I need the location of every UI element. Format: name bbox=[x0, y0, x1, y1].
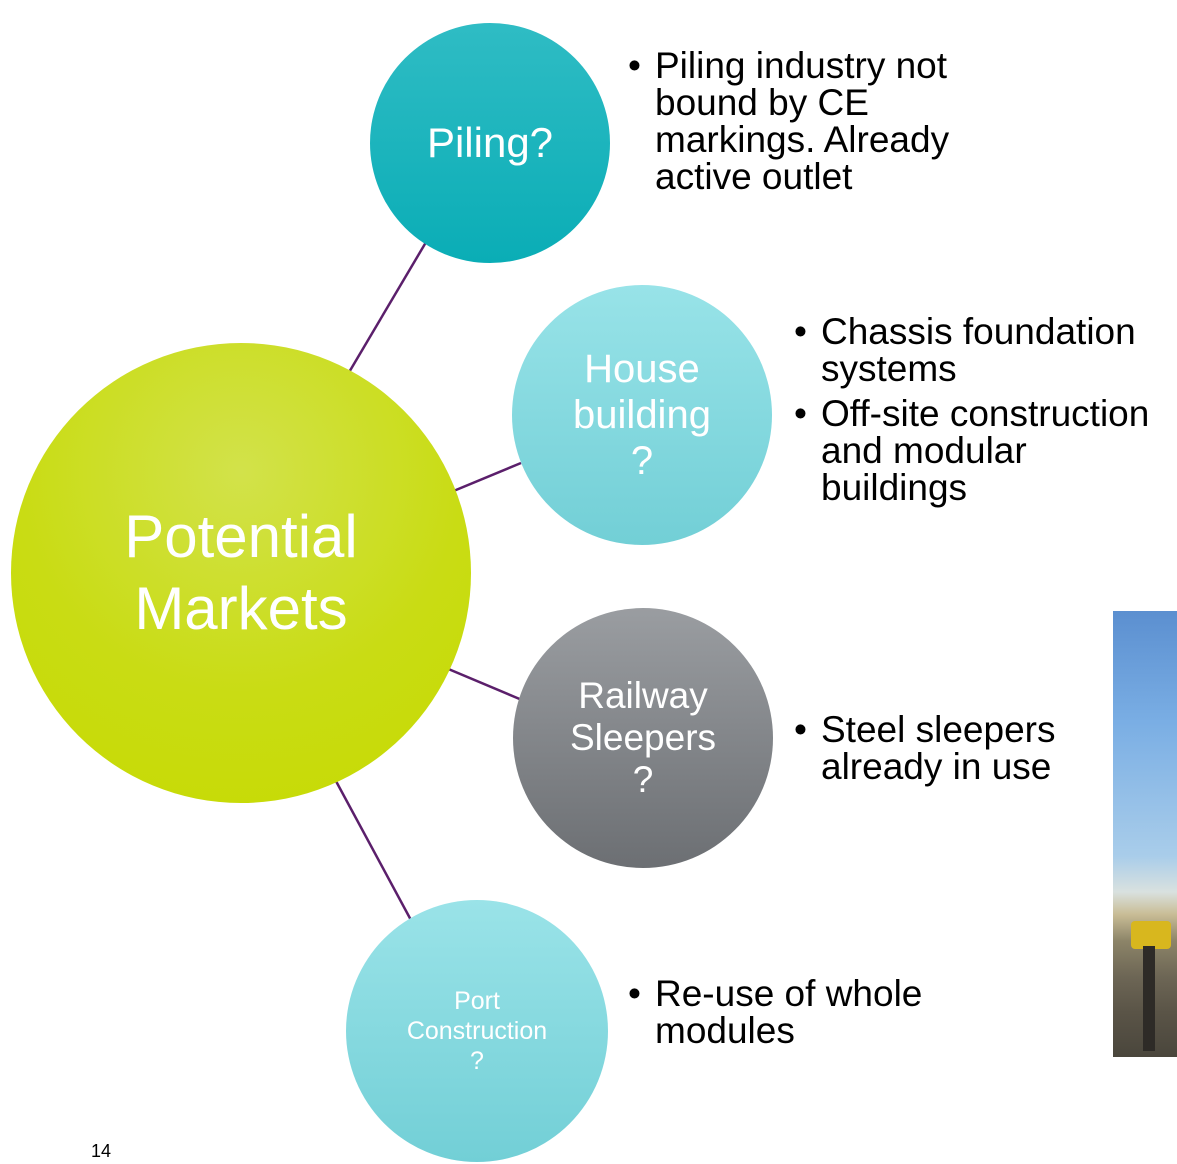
bullet-item: Piling industry not bound by CE markings… bbox=[628, 47, 1008, 195]
bullet-list-piling: Piling industry not bound by CE markings… bbox=[628, 47, 1008, 203]
hub-label: Potential Markets bbox=[124, 503, 358, 642]
pipe-shape bbox=[1143, 946, 1155, 1051]
page-number: 14 bbox=[91, 1141, 112, 1161]
construction-site-photo bbox=[1113, 611, 1177, 1057]
bullet-list-railway-sleepers: Steel sleepers already in use bbox=[794, 711, 1124, 793]
market-label-port-construction: Port Construction ? bbox=[406, 987, 548, 1075]
bullet-item: Chassis foundation systems bbox=[794, 313, 1177, 387]
market-circle-port-construction: Port Construction ? bbox=[346, 900, 608, 1162]
bullet-list-port-construction: Re-use of whole modules bbox=[628, 975, 988, 1057]
market-circle-piling: Piling? bbox=[370, 23, 610, 263]
excavator-shape bbox=[1131, 921, 1171, 949]
connector-piling bbox=[333, 231, 434, 397]
hub-circle-potential-markets: Potential Markets bbox=[11, 343, 471, 803]
market-circle-house-building: House building ? bbox=[512, 285, 772, 545]
connector-port bbox=[328, 769, 414, 923]
market-circle-railway-sleepers: Railway Sleepers ? bbox=[513, 608, 773, 868]
market-label-railway-sleepers: Railway Sleepers ? bbox=[569, 675, 717, 800]
market-label-piling: Piling? bbox=[426, 119, 554, 166]
bullet-list-house-building: Chassis foundation systems Off-site cons… bbox=[794, 313, 1177, 514]
bullet-item: Steel sleepers already in use bbox=[794, 711, 1124, 785]
bullet-item: Re-use of whole modules bbox=[628, 975, 988, 1049]
market-label-house-building: House building ? bbox=[573, 347, 711, 483]
bullet-item: Off-site construction and modular buildi… bbox=[794, 395, 1177, 506]
